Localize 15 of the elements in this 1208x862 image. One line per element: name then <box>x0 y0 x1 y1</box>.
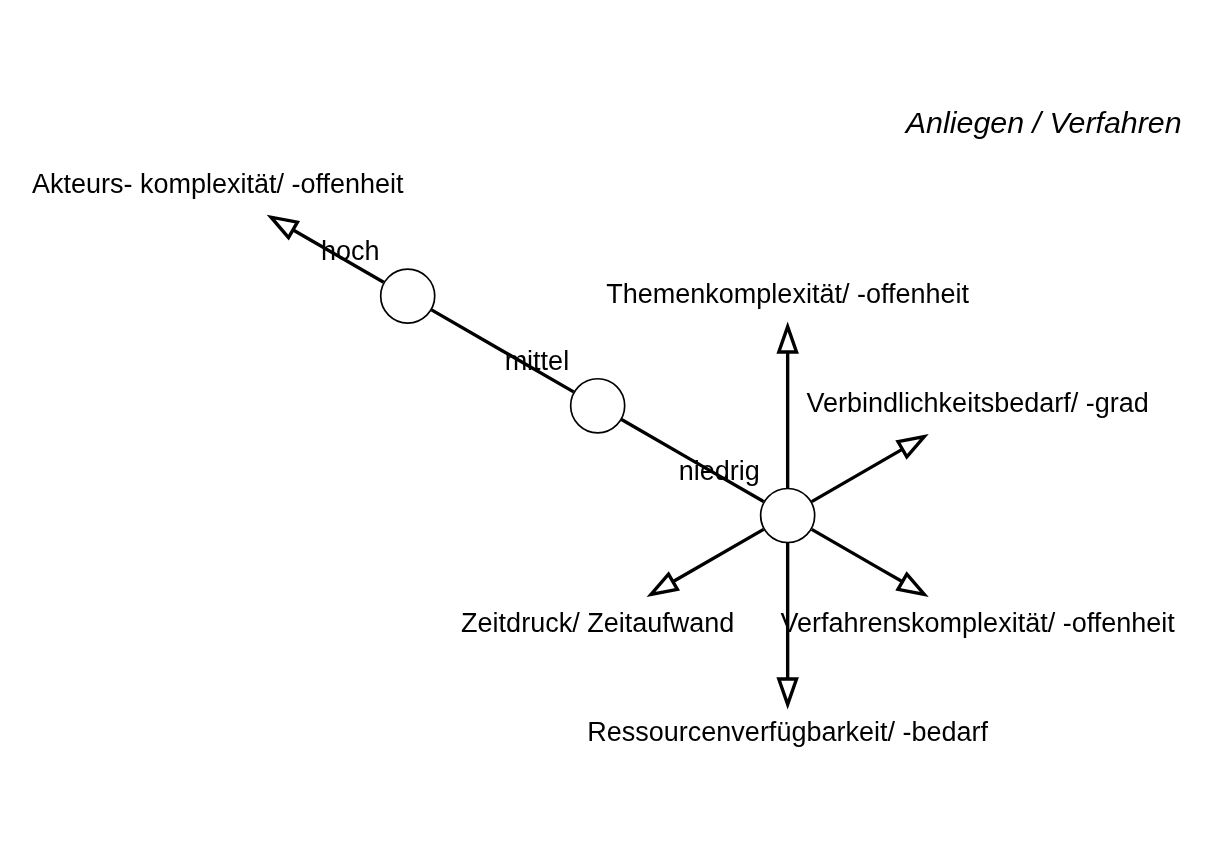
arrow <box>776 542 799 710</box>
connector <box>430 308 575 394</box>
node-text: Zeitdruck/ Zeitaufwand <box>461 607 735 638</box>
node-circle <box>379 268 436 324</box>
node-text: Verbindlichkeitsbedarf/ -grad <box>806 388 1149 419</box>
node-text: Akteurs- komplexität/ -offenheit <box>31 168 404 199</box>
arrow <box>810 434 929 504</box>
node-circle <box>569 377 626 434</box>
arrow <box>776 321 799 489</box>
arrow <box>810 527 929 597</box>
node-circle <box>759 487 816 544</box>
label: Anliegen / Verfahren <box>905 104 1182 139</box>
node-text: Themenkomplexität/ -offenheit <box>606 278 970 309</box>
arrow <box>646 527 765 597</box>
node-text: Ressourcenverfügbarkeit/ -bedarf <box>587 717 989 748</box>
